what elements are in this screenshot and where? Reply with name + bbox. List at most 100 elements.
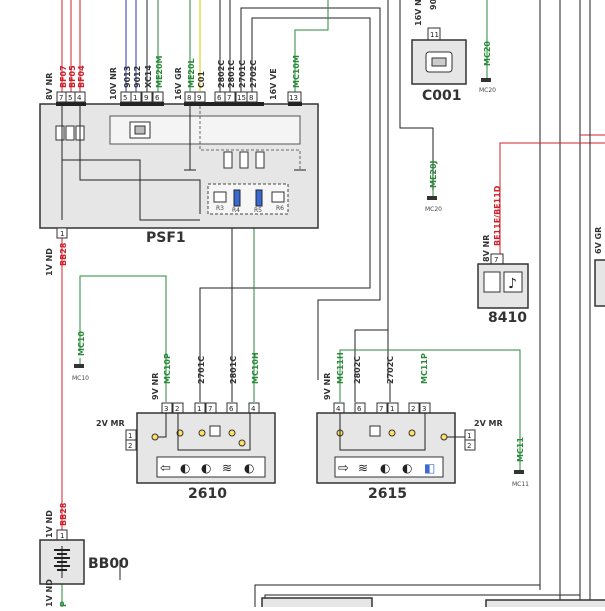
- bottom-partial-box: [261, 597, 373, 611]
- relay-r6-label: R6: [276, 205, 284, 212]
- svg-text:MC20: MC20: [425, 206, 442, 213]
- svg-text:MC11P: MC11P: [420, 353, 429, 384]
- c2615-pins: 4 6 7 1 2 3: [333, 402, 431, 414]
- psf1-conn1-bar: [56, 102, 86, 106]
- svg-text:1: 1: [133, 94, 137, 102]
- svg-text:6: 6: [357, 405, 362, 413]
- svg-text:MC11: MC11: [512, 481, 529, 488]
- c8410-conn-label: 8V NR: [482, 235, 491, 262]
- radio-icon: [483, 271, 501, 293]
- svg-text:7: 7: [227, 94, 231, 102]
- svg-text:5: 5: [123, 94, 127, 102]
- ground-mc10: MC10 MC10: [72, 331, 89, 382]
- component-2610[interactable]: 9V NR MC10P 2701C 2801C MC10H 3 2 1 7 6 …: [96, 352, 276, 502]
- right-edge-box: [594, 259, 605, 307]
- psf1-wire-2701c: 2701C: [238, 60, 247, 88]
- c001-wire-label: 9008: [429, 0, 438, 10]
- svg-text:2701C: 2701C: [197, 356, 206, 384]
- svg-text:2702C: 2702C: [386, 356, 395, 384]
- psf1-pin-7: 7: [59, 94, 63, 102]
- c2615-lamps: [336, 413, 465, 451]
- beam-icon: ◐: [402, 461, 412, 475]
- svg-text:6: 6: [229, 405, 234, 413]
- psf1-conn4-bar: [288, 102, 302, 106]
- c2610-conn-label: 9V NR: [151, 373, 160, 400]
- psf1-wire-bf05: BF05: [68, 65, 77, 88]
- component-bb00[interactable]: 1V ND BB28 1 BB00 1V ND P: [39, 502, 129, 607]
- svg-text:4: 4: [336, 405, 341, 413]
- fuse-group-center: [223, 151, 265, 169]
- component-psf1[interactable]: R3 R4 R5 R6 PSF1: [39, 102, 319, 246]
- psf1-conn2-label: 10V NR: [109, 67, 118, 100]
- bottom-right-partial-box: [485, 599, 605, 611]
- bb00-conn2-label: 1V ND: [45, 579, 54, 607]
- chip-core-icon: [134, 125, 146, 135]
- c001-pin: 11: [430, 31, 439, 39]
- component-8410[interactable]: 8V NR BE11E/BE11D 7 ♪ 8410: [477, 185, 529, 326]
- wires: [61, 0, 605, 607]
- svg-text:2: 2: [411, 405, 415, 413]
- svg-text:7: 7: [208, 405, 212, 413]
- svg-text:MC10: MC10: [72, 375, 89, 382]
- svg-text:8: 8: [187, 94, 191, 102]
- svg-text:MC10H: MC10H: [251, 352, 260, 384]
- c001-name: C001: [422, 88, 462, 104]
- svg-text:1: 1: [390, 405, 394, 413]
- svg-text:2801C: 2801C: [229, 356, 238, 384]
- component-2615[interactable]: 9V NR MC11H 2802C 2702C MC11P 4 6 7 1 2 …: [316, 352, 503, 502]
- ground-icon: [74, 364, 84, 368]
- headlamp-icon: ◐: [244, 461, 254, 475]
- svg-text:1: 1: [197, 405, 201, 413]
- ground-icon: [514, 470, 524, 474]
- c2615-name: 2615: [368, 486, 407, 502]
- psf1-conn3-bar: [184, 102, 264, 106]
- svg-text:1: 1: [128, 432, 132, 440]
- ground-icon: [481, 78, 491, 82]
- svg-text:6: 6: [155, 94, 160, 102]
- ground-me20j: ME20J MC20: [425, 160, 442, 213]
- psf1-wire-c01: C01: [197, 71, 206, 88]
- component-c001[interactable]: 16V NR 9008 11 C001: [411, 0, 467, 104]
- c8410-pin: 7: [494, 256, 498, 264]
- svg-text:ME20J: ME20J: [429, 160, 438, 188]
- svg-text:1: 1: [467, 432, 471, 440]
- psf1-conn1-label: 8V NR: [45, 73, 54, 100]
- bb00-conn-label: 1V ND: [45, 510, 54, 538]
- ground-icon: [427, 196, 437, 200]
- psf1-wire-xc14: XC14: [144, 65, 153, 88]
- c8410-wire-label: BE11E/BE11D: [493, 185, 502, 246]
- turn-left-icon: ⇦: [160, 461, 171, 476]
- psf1-pin-5: 5: [68, 94, 72, 102]
- svg-text:3: 3: [422, 405, 426, 413]
- relay-r6-icon: [271, 191, 285, 203]
- svg-text:MC20: MC20: [483, 41, 492, 66]
- bb00-name: BB00: [88, 556, 129, 572]
- svg-text:4: 4: [251, 405, 256, 413]
- relay-r4-icon: [233, 189, 241, 207]
- psf1-wire-2702c: 2702C: [249, 60, 258, 88]
- svg-text:MC11H: MC11H: [336, 352, 345, 384]
- psf1-bottom-conn-label: 1V ND: [45, 248, 54, 276]
- sidelight-icon: ◐: [380, 461, 390, 475]
- ground-mc11: MC11 MC11: [512, 437, 529, 488]
- svg-text:2: 2: [128, 442, 132, 450]
- relay-r5-icon: [255, 189, 263, 207]
- beam-icon: ◐: [180, 461, 190, 475]
- c2610-pins: 3 2 1 7 6 4: [161, 402, 260, 414]
- battery-icon: [54, 546, 70, 578]
- svg-text:MC20: MC20: [479, 87, 496, 94]
- right-edge-conn-label: 6V GR: [594, 227, 603, 254]
- svg-text:MC11: MC11: [516, 437, 525, 462]
- svg-text:♪: ♪: [508, 276, 517, 292]
- svg-text:3: 3: [164, 405, 168, 413]
- psf1-wire-bb28: BB28: [59, 242, 68, 266]
- svg-text:6: 6: [217, 94, 222, 102]
- psf1-wire-2802c: 2802C: [217, 60, 226, 88]
- psf1-wire-2801c: 2801C: [227, 60, 236, 88]
- music-note-icon: [503, 271, 523, 293]
- svg-text:7: 7: [379, 405, 383, 413]
- relay-r5-label: R5: [254, 207, 262, 214]
- psf1-pin-labels: 8V NR 7 BF07 5 BF05 4 BF04 10V NR 5 9013…: [45, 55, 302, 276]
- psf1-conn3-label: 16V GR: [174, 67, 183, 100]
